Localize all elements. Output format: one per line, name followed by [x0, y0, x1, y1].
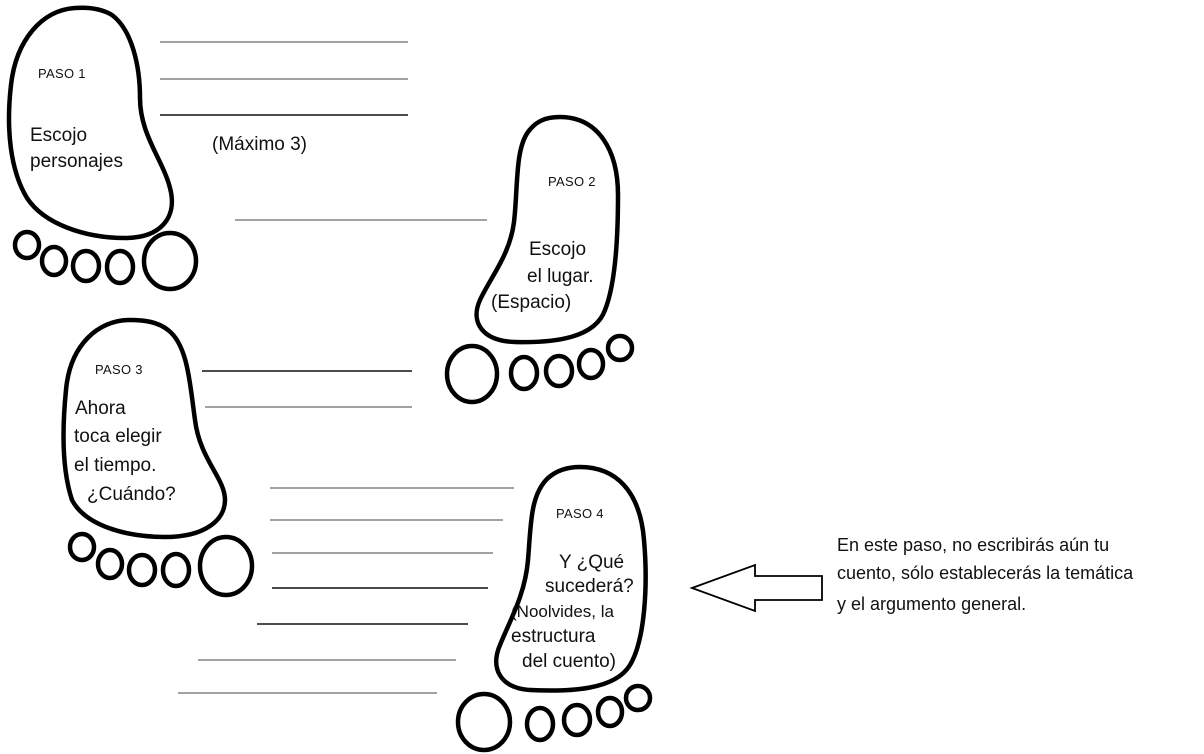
step-3-label: PASO 3 [95, 362, 143, 377]
step-3-text-line-1: Ahora [75, 398, 126, 419]
step-4-text-line-2: sucederá? [545, 576, 634, 597]
step-4-label: PASO 4 [556, 506, 604, 521]
step-4-text-line-3: (Noolvides, la [511, 602, 614, 621]
side-note-line-1: En este paso, no escribirás aún tu [837, 535, 1110, 555]
step-4-text-line-1: Y ¿Qué [559, 552, 625, 573]
step-2-text-line-1: Escojo [529, 239, 587, 260]
writing-lines-step-1 [160, 41, 408, 116]
step-4-text-line-5: del cuento) [522, 651, 617, 672]
step-3-text-line-4: ¿Cuándo? [87, 484, 176, 505]
writing-lines-step-3 [202, 370, 412, 408]
step-2-text-line-2: el lugar. [527, 266, 594, 287]
footprint-3 [61, 317, 255, 598]
step-3-text-line-2: toca elegir [74, 426, 162, 447]
step-2-label: PASO 2 [548, 174, 596, 189]
step-2-text-line-3: (Espacio) [491, 292, 572, 313]
footprint-4 [455, 464, 653, 753]
footprint-1 [6, 5, 199, 292]
step-1-text-line-2: personajes [30, 151, 123, 172]
side-note-line-2: cuento, sólo establecerás la temática [837, 563, 1134, 583]
writing-lines-step-4 [178, 487, 514, 694]
step-3-text-line-3: el tiempo. [74, 455, 157, 476]
footprint-2 [444, 114, 635, 405]
side-note-line-3: y el argumento general. [837, 594, 1027, 614]
step-1-text-line-1: Escojo [30, 125, 88, 146]
step-1-note: (Máximo 3) [212, 134, 308, 155]
step-1-label: PASO 1 [38, 66, 86, 81]
step-4-text-line-4: estructura [511, 626, 596, 647]
left-arrow-icon [689, 563, 823, 613]
